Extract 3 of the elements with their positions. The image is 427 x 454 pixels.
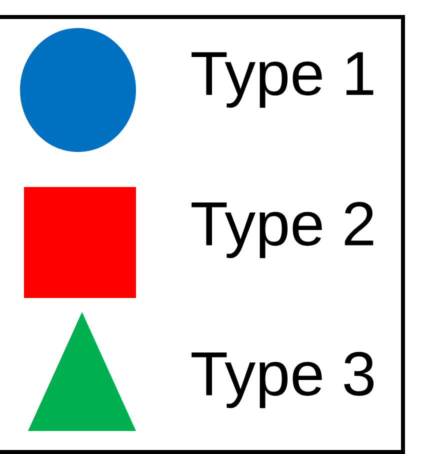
- legend-text: Type 1: [192, 52, 374, 108]
- legend-text: Type 2: [192, 202, 374, 258]
- legend-text: Type 3: [192, 352, 374, 408]
